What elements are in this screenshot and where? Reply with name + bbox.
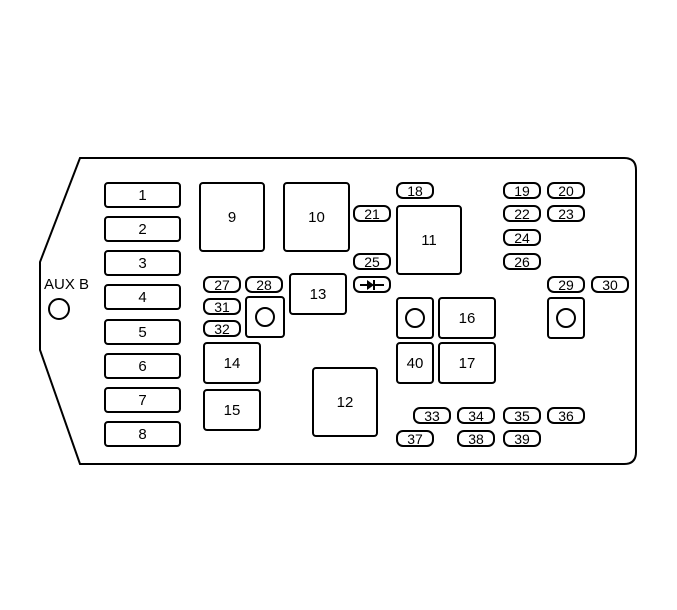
fuse-18: 18: [396, 182, 434, 199]
fuse-25: 25: [353, 253, 391, 270]
fuse-27: 27: [203, 276, 241, 293]
fuse-1: 1: [104, 182, 181, 208]
fuse-37: 37: [396, 430, 434, 447]
stud-circle: [405, 308, 425, 328]
relay-17: 17: [438, 342, 496, 384]
fuse-3: 3: [104, 250, 181, 276]
fuse-38: 38: [457, 430, 495, 447]
relay-9: 9: [199, 182, 265, 252]
fuse-19: 19: [503, 182, 541, 199]
fuse-20: 20: [547, 182, 585, 199]
fuse-26: 26: [503, 253, 541, 270]
fuse-28: 28: [245, 276, 283, 293]
fuse-2: 2: [104, 216, 181, 242]
fuse-29: 29: [547, 276, 585, 293]
fuse-31: 31: [203, 298, 241, 315]
fuse-32: 32: [203, 320, 241, 337]
relay-12: 12: [312, 367, 378, 437]
fuse-22: 22: [503, 205, 541, 222]
relay-40: 40: [396, 342, 434, 384]
stud-circle: [255, 307, 275, 327]
relay-14: 14: [203, 342, 261, 384]
fuse-23: 23: [547, 205, 585, 222]
terminal-stud-left: [245, 296, 285, 338]
fuse-6: 6: [104, 353, 181, 379]
relay-13: 13: [289, 273, 347, 315]
terminal-stud-center: [396, 297, 434, 339]
fuse-21: 21: [353, 205, 391, 222]
fuse-30: 30: [591, 276, 629, 293]
relay-11: 11: [396, 205, 462, 275]
relay-16: 16: [438, 297, 496, 339]
fuse-33: 33: [413, 407, 451, 424]
stud-circle: [556, 308, 576, 328]
diode-slot: [353, 276, 391, 293]
aux-b-terminal: [48, 298, 70, 320]
relay-10: 10: [283, 182, 350, 252]
aux-b-label: AUX B: [44, 276, 90, 293]
relay-15: 15: [203, 389, 261, 431]
fuse-39: 39: [503, 430, 541, 447]
diode-icon: [360, 279, 384, 290]
fuse-5: 5: [104, 319, 181, 345]
fuse-36: 36: [547, 407, 585, 424]
fuse-34: 34: [457, 407, 495, 424]
terminal-stud-right: [547, 297, 585, 339]
fuse-4: 4: [104, 284, 181, 310]
fuse-24: 24: [503, 229, 541, 246]
fuse-8: 8: [104, 421, 181, 447]
fuse-7: 7: [104, 387, 181, 413]
fuse-35: 35: [503, 407, 541, 424]
